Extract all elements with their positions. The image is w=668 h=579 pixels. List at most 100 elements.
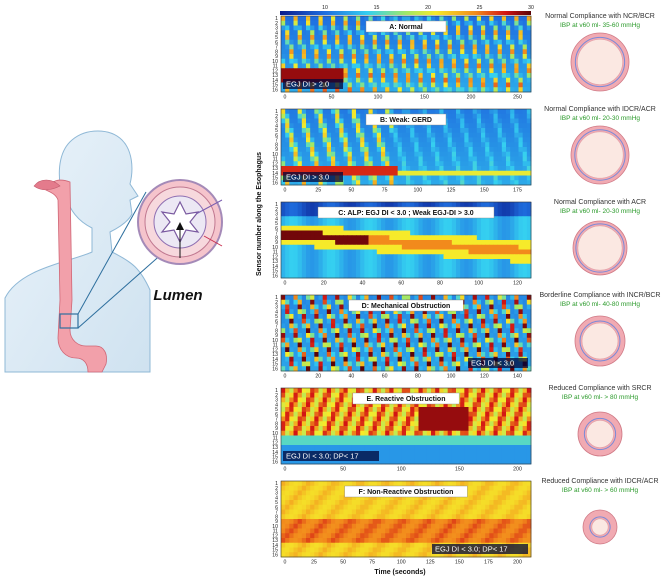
heatmap-cell <box>476 445 482 451</box>
heatmap-cell <box>351 411 357 417</box>
heatmap-cell <box>514 337 519 343</box>
heatmap-cell <box>418 240 424 246</box>
heatmap-cell <box>447 113 453 119</box>
heatmap-cell <box>331 230 336 236</box>
heatmap-cell <box>435 216 440 222</box>
heatmap-cell <box>514 44 519 50</box>
heatmap-cell <box>314 132 319 138</box>
heatmap-cell <box>468 328 474 334</box>
heatmap-cell <box>410 328 415 334</box>
heatmap-cell <box>418 449 424 455</box>
heatmap-cell <box>518 25 524 31</box>
heatmap-cell <box>289 49 294 55</box>
heatmap-cell <box>426 254 432 260</box>
heatmap-cell <box>431 411 436 417</box>
heatmap-cell <box>310 430 315 436</box>
heatmap-cell <box>451 216 457 222</box>
x-tick: 50 <box>340 467 346 473</box>
heatmap-cell <box>518 44 524 50</box>
heatmap-cell <box>389 175 394 181</box>
heatmap-cell <box>451 180 457 186</box>
heatmap-cell <box>422 123 428 129</box>
heatmap-cell <box>285 161 290 167</box>
heatmap-cell <box>497 342 503 348</box>
heatmap-cell <box>497 39 503 45</box>
heatmap-cell <box>326 63 332 69</box>
heatmap-cell <box>401 342 407 348</box>
heatmap-cell <box>335 142 340 148</box>
heatmap-cell <box>485 118 490 124</box>
heatmap-cell <box>360 225 365 231</box>
heatmap-cell <box>343 304 349 310</box>
heatmap-cell <box>526 109 532 115</box>
heatmap-cell <box>526 147 532 153</box>
heatmap-cell <box>414 235 419 241</box>
heatmap-cell <box>501 249 507 255</box>
heatmap-cell <box>301 202 307 208</box>
heatmap-cell <box>435 352 440 358</box>
heatmap-cell <box>451 151 457 157</box>
heatmap-cell <box>489 30 494 36</box>
heatmap-cell <box>401 137 407 143</box>
heatmap-cell <box>451 430 457 436</box>
heatmap-cell <box>476 225 482 231</box>
x-tick: 60 <box>382 374 388 380</box>
heatmap-cell <box>460 240 465 246</box>
heatmap-cell <box>522 268 528 274</box>
heatmap-cell <box>393 435 399 441</box>
heatmap-cell <box>356 151 361 157</box>
heatmap-cell <box>281 202 286 208</box>
heatmap-cell <box>501 407 507 413</box>
heatmap-cell <box>335 295 340 301</box>
heatmap-cell <box>506 123 511 129</box>
heatmap-cell <box>339 161 344 167</box>
heatmap-cell <box>360 435 365 441</box>
heatmap-cell <box>468 366 474 372</box>
heatmap-cell <box>289 109 294 115</box>
heatmap-cell <box>497 113 503 119</box>
heatmap-cell <box>385 202 390 208</box>
heatmap-cell <box>331 35 336 41</box>
heatmap-cell <box>301 407 307 413</box>
heatmap-cell <box>497 440 503 446</box>
heatmap-cell <box>351 347 357 353</box>
heatmap-cell <box>301 263 307 269</box>
heatmap-cell <box>393 166 399 172</box>
heatmap-cell <box>435 347 440 353</box>
heatmap-cell <box>518 314 524 320</box>
heatmap-cell <box>468 175 474 181</box>
heatmap-cell <box>331 361 336 367</box>
heatmap-cell <box>393 445 399 451</box>
heatmap-cell <box>468 254 474 260</box>
heatmap-cell <box>497 142 503 148</box>
heatmap-cell <box>506 235 511 241</box>
heatmap-cell <box>489 175 494 181</box>
heatmap-cell <box>422 411 428 417</box>
heatmap-cell <box>485 273 490 279</box>
heatmap-cell <box>431 82 436 88</box>
heatmap-cell <box>422 273 428 279</box>
heatmap-cell <box>506 299 511 305</box>
heatmap-cell <box>447 82 453 88</box>
heatmap-cell <box>410 44 415 50</box>
heatmap-cell <box>331 30 336 36</box>
heatmap-cell <box>510 63 515 69</box>
heatmap-cell <box>306 426 311 432</box>
heatmap-cell <box>443 416 449 422</box>
heatmap-cell <box>318 73 324 79</box>
heatmap-cell <box>418 235 424 241</box>
heatmap-cell <box>451 118 457 124</box>
heatmap-cell <box>522 202 528 208</box>
heatmap-cell <box>510 421 515 427</box>
heatmap-cell <box>389 314 394 320</box>
heatmap-cell <box>393 309 399 315</box>
heatmap-cell <box>406 449 411 455</box>
heatmap-cell <box>447 459 453 465</box>
heatmap-cell <box>306 397 311 403</box>
heatmap-cell <box>335 54 340 60</box>
heatmap-cell <box>481 309 486 315</box>
heatmap-cell <box>510 30 515 36</box>
heatmap-cell <box>406 361 411 367</box>
heatmap-cell <box>435 328 440 334</box>
heatmap-cell <box>522 68 528 74</box>
